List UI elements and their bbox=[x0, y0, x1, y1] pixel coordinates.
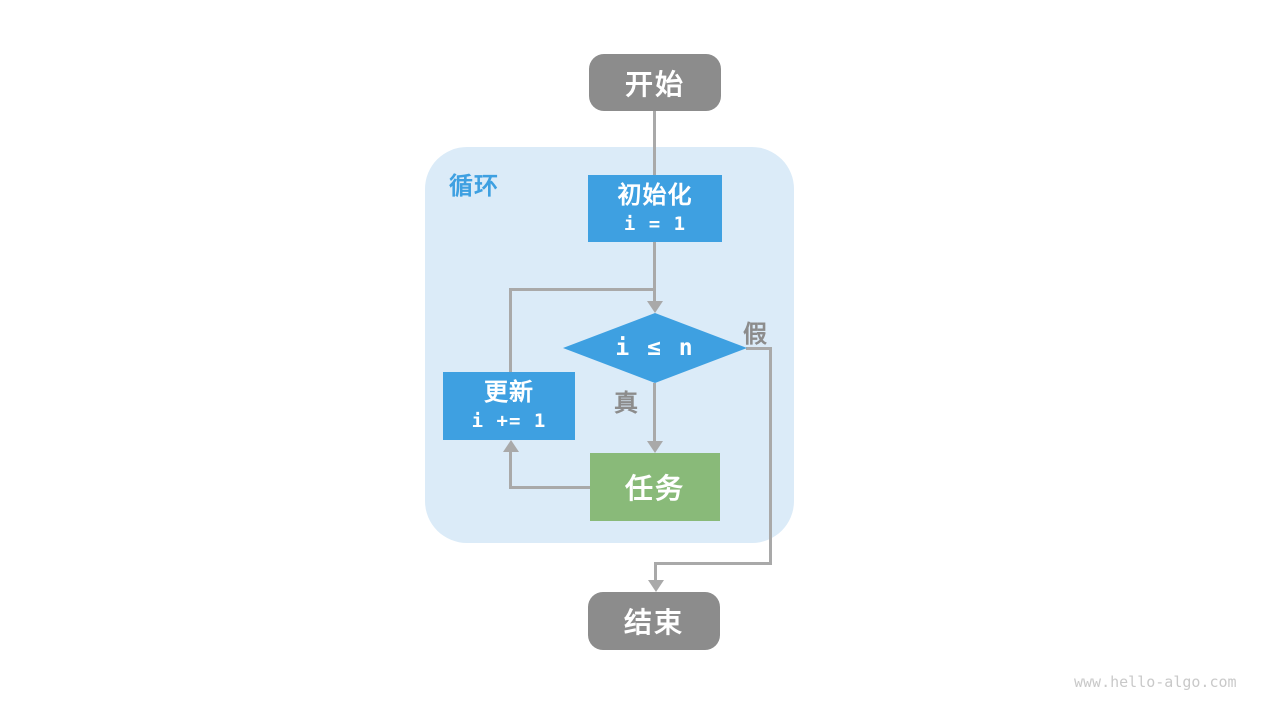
connector-false-branch-down bbox=[769, 347, 772, 565]
end-node-label: 结束 bbox=[623, 607, 684, 638]
task-node-label: 任务 bbox=[624, 473, 685, 504]
connector-loopback-vertical bbox=[509, 288, 512, 372]
end-node: 结束 bbox=[588, 592, 720, 650]
start-node-label: 开始 bbox=[624, 68, 685, 100]
init-node-label: 初始化 bbox=[617, 181, 693, 209]
watermark: www.hello-algo.com bbox=[1074, 673, 1237, 691]
connector-false-branch-out bbox=[746, 347, 772, 350]
arrowhead-condition-top bbox=[647, 301, 663, 313]
connector-loopback-horizontal bbox=[509, 288, 656, 291]
task-node: 任务 bbox=[590, 453, 720, 521]
connector-task-update-vertical bbox=[509, 452, 512, 489]
true-branch-label: 真 bbox=[614, 390, 638, 417]
update-node-label: 更新 bbox=[484, 379, 534, 407]
arrowhead-update-bottom bbox=[503, 440, 519, 452]
loop-label: 循环 bbox=[449, 173, 499, 200]
false-branch-label: 假 bbox=[743, 321, 767, 348]
arrowhead-task-top bbox=[647, 441, 663, 453]
init-node-code: i = 1 bbox=[623, 212, 687, 235]
connector-condition-task bbox=[653, 383, 656, 443]
connector-init-condition bbox=[653, 242, 656, 303]
init-node: 初始化 i = 1 bbox=[588, 175, 722, 242]
connector-false-branch-end bbox=[654, 562, 657, 582]
connector-false-branch-left bbox=[654, 562, 772, 565]
connector-start-init bbox=[653, 111, 656, 175]
arrowhead-end-top bbox=[648, 580, 664, 592]
condition-label: i ≤ n bbox=[615, 335, 695, 361]
update-node: 更新 i += 1 bbox=[443, 372, 575, 440]
start-node: 开始 bbox=[589, 54, 721, 111]
connector-task-update-horizontal bbox=[509, 486, 591, 489]
update-node-code: i += 1 bbox=[471, 410, 547, 433]
